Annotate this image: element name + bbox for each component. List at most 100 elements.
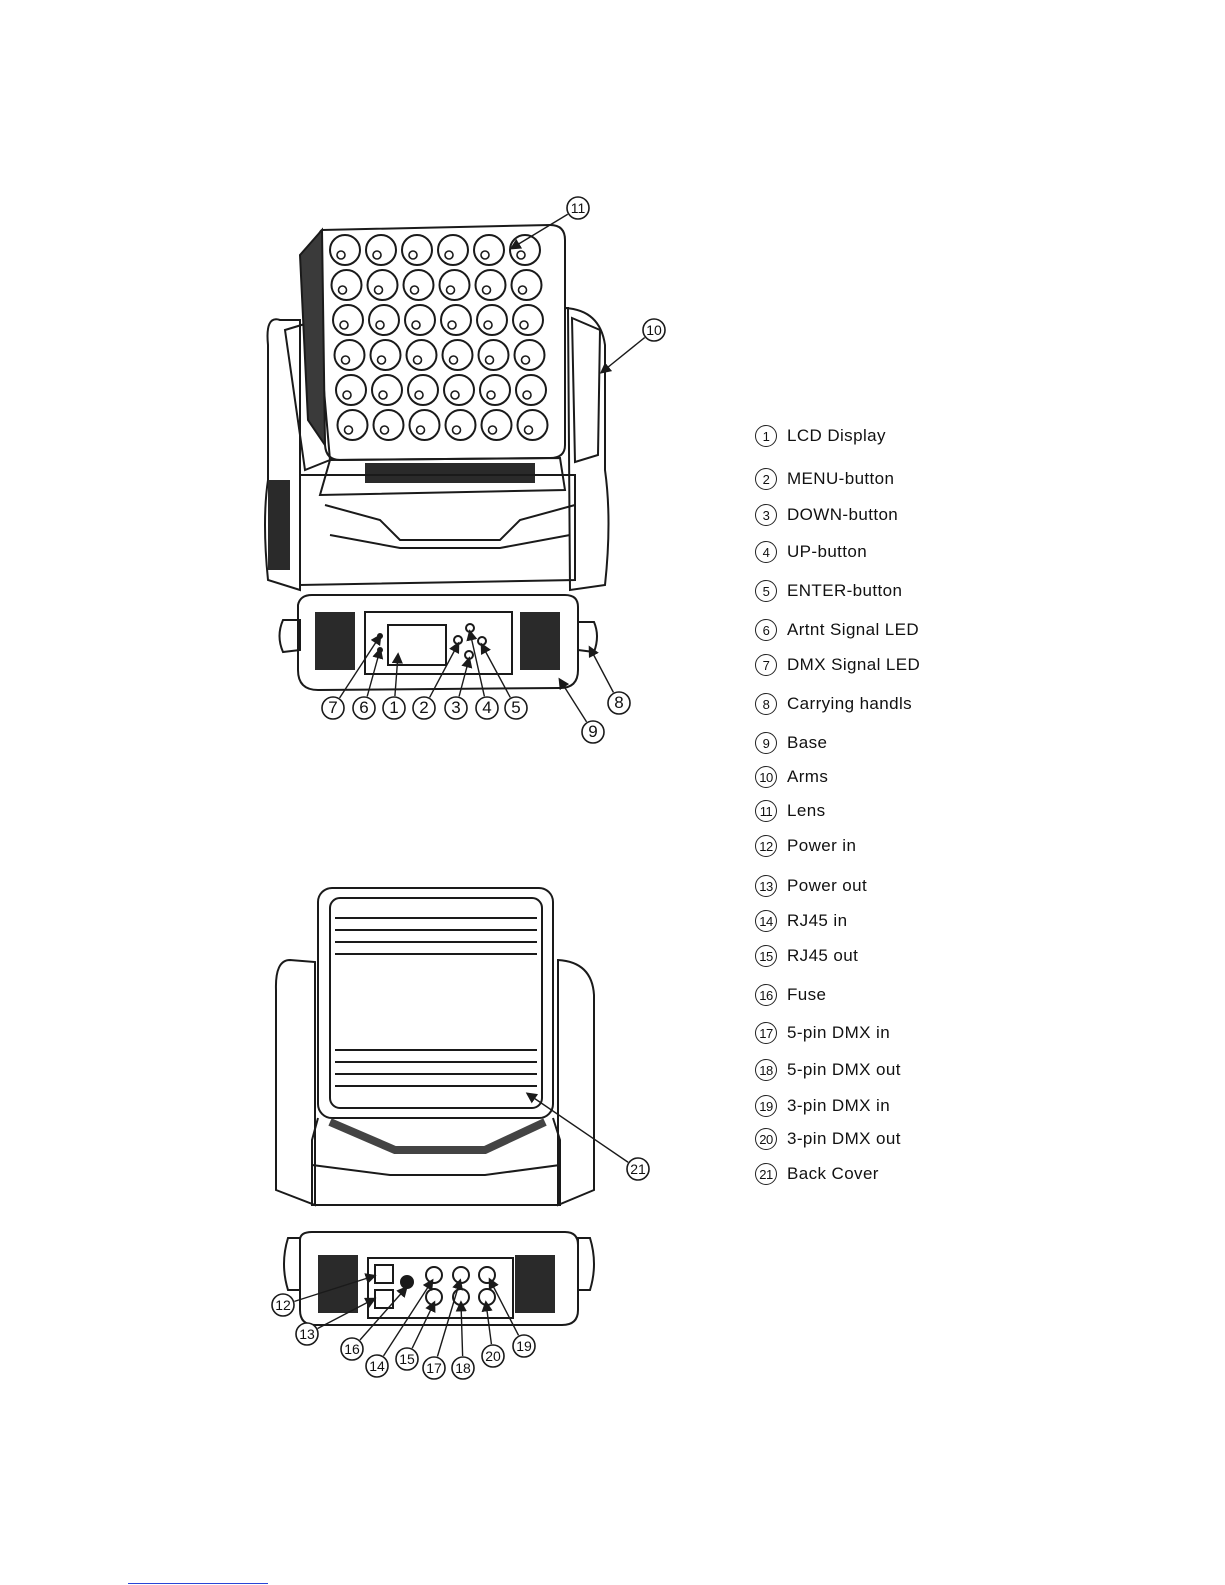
led-lens bbox=[441, 339, 474, 371]
leader-line-15 bbox=[411, 1300, 436, 1349]
led-lens bbox=[437, 234, 469, 266]
lens-head bbox=[298, 223, 566, 462]
led-lens bbox=[407, 374, 439, 406]
led-lens bbox=[440, 304, 472, 336]
leader-line-20 bbox=[481, 1300, 493, 1345]
legend-number: 5 bbox=[755, 580, 777, 602]
callout-number: 19 bbox=[516, 1338, 532, 1354]
legend-label: Back Cover bbox=[787, 1164, 879, 1183]
callout-15: 15 bbox=[395, 1347, 419, 1371]
dmx3-out bbox=[478, 1288, 496, 1306]
leader-line-19 bbox=[488, 1277, 520, 1336]
legend-number: 13 bbox=[755, 875, 777, 897]
led-lens bbox=[512, 304, 544, 336]
legend-label: Carrying handls bbox=[787, 694, 913, 713]
legend-number: 16 bbox=[755, 984, 777, 1006]
callout-21: 21 bbox=[626, 1157, 650, 1181]
legend-label: 3-pin DMX out bbox=[787, 1129, 901, 1148]
legend-label: Fuse bbox=[787, 985, 827, 1004]
legend-number: 11 bbox=[755, 800, 777, 822]
led-lens bbox=[404, 304, 436, 336]
leader-line-7 bbox=[338, 633, 382, 699]
callout-number: 17 bbox=[426, 1360, 442, 1376]
led-lens bbox=[473, 234, 505, 266]
legend-number: 10 bbox=[755, 766, 777, 788]
callout-18: 18 bbox=[451, 1356, 475, 1380]
callout-number: 8 bbox=[614, 693, 623, 712]
led-lens bbox=[329, 234, 361, 266]
led-lens bbox=[365, 234, 397, 266]
callout-6: 6 bbox=[352, 696, 376, 720]
legend-label: RJ45 in bbox=[787, 911, 848, 930]
led-lens bbox=[372, 409, 405, 441]
leader-line-18 bbox=[455, 1300, 467, 1357]
fuse bbox=[400, 1275, 414, 1289]
enter-button bbox=[477, 636, 487, 646]
led-lens bbox=[479, 374, 511, 406]
led-lens bbox=[333, 339, 366, 371]
leader-line-8 bbox=[588, 645, 615, 693]
dmx3-in bbox=[478, 1266, 496, 1284]
legend-item-8: 8 Carrying handls bbox=[755, 690, 912, 718]
rj45-out bbox=[425, 1288, 443, 1306]
legend-label: DOWN-button bbox=[787, 505, 899, 524]
callout-number: 5 bbox=[511, 698, 520, 717]
callout-number: 12 bbox=[275, 1297, 291, 1313]
callout-9: 9 bbox=[581, 720, 605, 744]
callout-number: 15 bbox=[399, 1351, 415, 1367]
leader-line-11 bbox=[509, 213, 569, 250]
footer-rule bbox=[128, 1583, 268, 1584]
callout-number: 6 bbox=[359, 698, 368, 717]
legend-number: 8 bbox=[755, 693, 777, 715]
legend-number: 18 bbox=[755, 1059, 777, 1081]
power-in-connector bbox=[374, 1264, 394, 1284]
callout-14: 14 bbox=[365, 1354, 389, 1378]
legend-number: 12 bbox=[755, 835, 777, 857]
leader-line-2 bbox=[429, 641, 460, 698]
legend-number: 7 bbox=[755, 654, 777, 676]
legend-number: 1 bbox=[755, 425, 777, 447]
legend-number: 14 bbox=[755, 910, 777, 932]
legend-label: 5-pin DMX in bbox=[787, 1023, 891, 1042]
legend-item-14: 14 RJ45 in bbox=[755, 907, 847, 935]
led-lens bbox=[474, 269, 507, 301]
callout-number: 7 bbox=[328, 698, 337, 717]
left-arm bbox=[264, 318, 301, 592]
callout-5: 5 bbox=[504, 696, 528, 720]
menu-button bbox=[453, 635, 463, 645]
legend-item-12: 12 Power in bbox=[755, 832, 856, 860]
legend-label: UP-button bbox=[787, 542, 868, 561]
legend-label: Base bbox=[787, 733, 828, 752]
legend-label: Artnt Signal LED bbox=[787, 620, 920, 639]
led-lens bbox=[405, 339, 438, 371]
led-lens bbox=[516, 409, 549, 441]
callout-16: 16 bbox=[340, 1337, 364, 1361]
legend-label: Power in bbox=[787, 836, 857, 855]
callout-13: 13 bbox=[295, 1322, 319, 1346]
leader-line-1 bbox=[391, 652, 403, 697]
leader-line-17 bbox=[436, 1278, 463, 1357]
front-view bbox=[264, 223, 610, 692]
callout-1: 1 bbox=[382, 696, 406, 720]
callout-number: 4 bbox=[482, 698, 491, 717]
callout-11: 11 bbox=[566, 196, 590, 220]
dmx5-in bbox=[452, 1266, 470, 1284]
legend-label: ENTER-button bbox=[787, 581, 903, 600]
callout-19: 19 bbox=[512, 1334, 536, 1358]
led-lens bbox=[438, 269, 471, 301]
leader-line-21 bbox=[525, 1092, 629, 1163]
legend-label: Lens bbox=[787, 801, 826, 820]
callout-number: 14 bbox=[369, 1358, 385, 1374]
led-lens bbox=[332, 304, 364, 336]
leader-line-3 bbox=[458, 656, 473, 697]
led-lens bbox=[408, 409, 441, 441]
callout-number: 21 bbox=[630, 1161, 646, 1177]
front-base bbox=[278, 594, 598, 692]
